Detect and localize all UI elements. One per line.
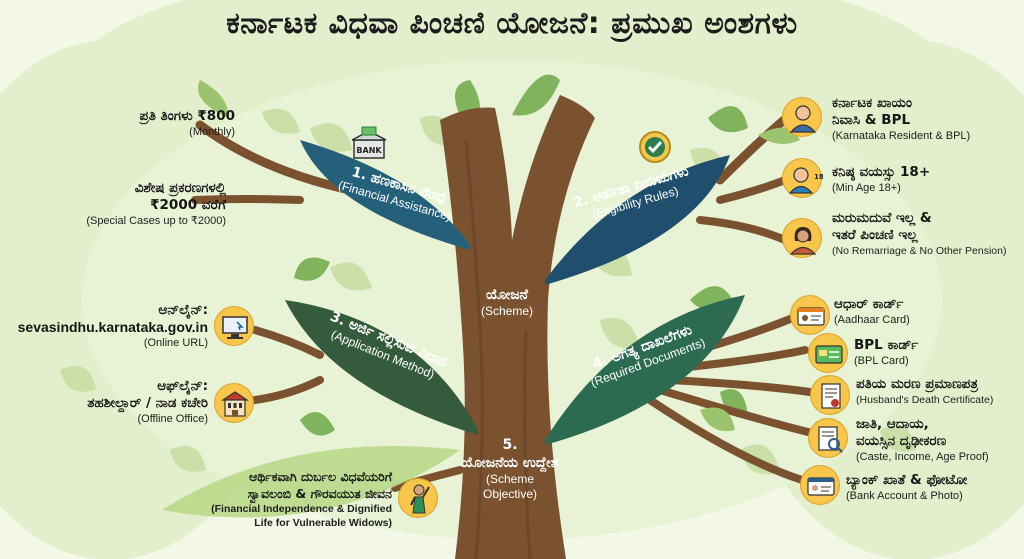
objective-en1: (Financial Independence & Dignified [211, 503, 392, 515]
financial-special-kn2: ₹2000 ವರೆಗೆ [150, 197, 226, 213]
tree-trunk [440, 95, 595, 559]
documents-bpl-kn: BPL ಕಾರ್ಡ್ [854, 337, 919, 353]
eligibility-age-kn: ಕನಿಷ್ಠ ವಯಸ್ಸು 18+ [832, 164, 931, 180]
branch-documents-leaf [545, 295, 745, 445]
branch-eligibility-leaf [545, 155, 730, 285]
eligibility-remarriage-kn2: ಇತರೆ ಪಿಂಚಣಿ ಇಲ್ಲ [832, 227, 918, 243]
application-offline-kn1: ಆಫ್‌ಲೈನ್: [157, 378, 208, 394]
objective-trunk-label: 5. ಯೋಜನೆಯ ಉದ್ದೇಶ (Scheme Objective) [460, 436, 560, 502]
financial-monthly-en: (Monthly) [189, 126, 235, 138]
checkmark-badge-icon [638, 130, 672, 164]
financial-special-kn1: ವಿಶೇಷ ಪ್ರಕರಣಗಳಲ್ಲಿ [134, 180, 226, 196]
age-icon: 18+ [782, 158, 823, 198]
bank-money-icon: BANK [350, 126, 388, 164]
independent-woman-icon [398, 478, 438, 518]
application-online-url: sevasindhu.karnataka.gov.in [17, 319, 208, 335]
objective-leaf [162, 446, 460, 518]
branch-application-leaf [285, 300, 478, 435]
eligibility-resident-en: (Karnataka Resident & BPL) [832, 130, 971, 142]
id-card-icon [790, 295, 830, 335]
documents-item-proofs: ಜಾತಿ, ಆದಾಯ, ವಯಸ್ಸಿನ ದೃಢೀಕರಣ (Caste, Inco… [856, 416, 1016, 464]
verify-document-icon [808, 418, 848, 458]
eligibility-item-resident: ಕರ್ನಾಟಕ ಖಾಯಂ ನಿವಾಸಿ & BPL (Karnataka Res… [832, 95, 1012, 143]
documents-bpl-en: (BPL Card) [854, 355, 909, 367]
trunk-label: ಯೋಜನೆ (Scheme) [462, 286, 552, 319]
documents-aadhaar-kn: ಆಧಾರ್ ಕಾರ್ಡ್ [834, 296, 904, 312]
bank-icon-text: BANK [356, 146, 382, 155]
application-online-en: (Online URL) [143, 337, 208, 349]
office-building-icon [214, 383, 254, 423]
application-online-kn: ಆನ್‌ಲೈನ್: [158, 302, 208, 318]
documents-death-en: (Husband's Death Certificate) [856, 394, 994, 406]
documents-item-bpl: BPL ಕಾರ್ಡ್ (BPL Card) [854, 337, 1004, 368]
bpl-card-icon [808, 333, 848, 373]
eligibility-remarriage-kn1: ಮರುಮದುವೆ ಇಲ್ಲ & [832, 210, 932, 226]
documents-item-aadhaar: ಆಧಾರ್ ಕಾರ್ಡ್ (Aadhaar Card) [834, 296, 994, 327]
trunk-label-en: (Scheme) [480, 304, 533, 318]
documents-item-death-certificate: ಪತಿಯ ಮರಣ ಪ್ರಮಾಣಪತ್ರ (Husband's Death Cer… [856, 376, 1016, 407]
documents-proofs-kn2: ವಯಸ್ಸಿನ ದೃಢೀಕರಣ [856, 433, 947, 449]
application-offline-en: (Offline Office) [137, 413, 208, 425]
application-item-online: ಆನ್‌ಲೈನ್: sevasindhu.karnataka.gov.in (O… [14, 302, 208, 350]
documents-aadhaar-en: (Aadhaar Card) [834, 314, 910, 326]
age-badge-text: 18+ [814, 173, 823, 181]
objective-kn2: ಸ್ವಾವಲಂಬಿ & ಗೌರವಯುತ ಜೀವನ [247, 486, 392, 501]
bank-photo-icon [800, 465, 840, 505]
financial-item-special: ವಿಶೇಷ ಪ್ರಕರಣಗಳಲ್ಲಿ ₹2000 ವರೆಗೆ (Special … [66, 180, 226, 228]
documents-bank-kn: ಬ್ಯಾಂಕ್ ಖಾತೆ & ಫೋಟೋ [846, 472, 968, 488]
financial-monthly-kn: ಪ್ರತಿ ತಿಂಗಳು ₹800 [139, 108, 235, 124]
eligibility-age-en: (Min Age 18+) [832, 182, 901, 194]
documents-item-bank-photo: ಬ್ಯಾಂಕ್ ಖಾತೆ & ಫೋಟೋ (Bank Account & Phot… [846, 472, 1016, 503]
documents-death-kn: ಪತಿಯ ಮರಣ ಪ್ರಮಾಣಪತ್ರ [856, 376, 979, 392]
objective-title-kn: ಯೋಜನೆಯ ಉದ್ದೇಶ [461, 455, 559, 471]
eligibility-remarriage-en: (No Remarriage & No Other Pension) [832, 245, 1007, 257]
documents-proofs-kn1: ಜಾತಿ, ಆದಾಯ, [856, 416, 929, 432]
objective-item: ಆರ್ಥಿಕವಾಗಿ ದುರ್ಬಲ ವಿಧವೆಯರಿಗೆ ಸ್ವಾವಲಂಬಿ &… [186, 468, 392, 530]
application-offline-kn2: ತಹಶೀಲ್ದಾರ್ / ನಾಡ ಕಚೇರಿ [87, 395, 208, 411]
objective-title-en: (Scheme Objective) [482, 472, 538, 501]
application-item-offline: ಆಫ್‌ಲೈನ್: ತಹಶೀಲ್ದಾರ್ / ನಾಡ ಕಚೇರಿ (Offlin… [30, 378, 208, 426]
certificate-icon [810, 375, 850, 415]
documents-bank-en: (Bank Account & Photo) [846, 490, 963, 502]
woman-icon [782, 218, 822, 258]
documents-proofs-en: (Caste, Income, Age Proof) [856, 451, 989, 463]
objective-kn1: ಆರ್ಥಿಕವಾಗಿ ದುರ್ಬಲ ವಿಧವೆಯರಿಗೆ [248, 469, 392, 484]
computer-icon [214, 306, 254, 346]
eligibility-resident-kn1: ಕರ್ನಾಟಕ ಖಾಯಂ [832, 95, 912, 111]
trunk-label-kn: ಯೋಜನೆ [486, 287, 528, 303]
eligibility-item-no-remarriage: ಮರುಮದುವೆ ಇಲ್ಲ & ಇತರೆ ಪಿಂಚಣಿ ಇಲ್ಲ (No Rem… [832, 210, 1022, 258]
resident-icon [782, 97, 822, 137]
page-title: ಕರ್ನಾಟಕ ವಿಧವಾ ಪಿಂಚಣಿ ಯೋಜನೆ: ಪ್ರಮುಖ ಅಂಶಗಳ… [226, 6, 798, 41]
eligibility-resident-kn2: ನಿವಾಸಿ & BPL [832, 112, 911, 128]
financial-item-monthly: ಪ್ರತಿ ತಿಂಗಳು ₹800 (Monthly) [100, 108, 235, 139]
objective-en2: Life for Vulnerable Widows) [254, 517, 392, 529]
eligibility-item-age: ಕನಿಷ್ಠ ವಯಸ್ಸು 18+ (Min Age 18+) [832, 164, 1002, 195]
branch-financial-leaf [300, 140, 470, 250]
financial-special-en: (Special Cases up to ₹2000) [86, 215, 226, 227]
objective-number: 5. [502, 437, 518, 453]
